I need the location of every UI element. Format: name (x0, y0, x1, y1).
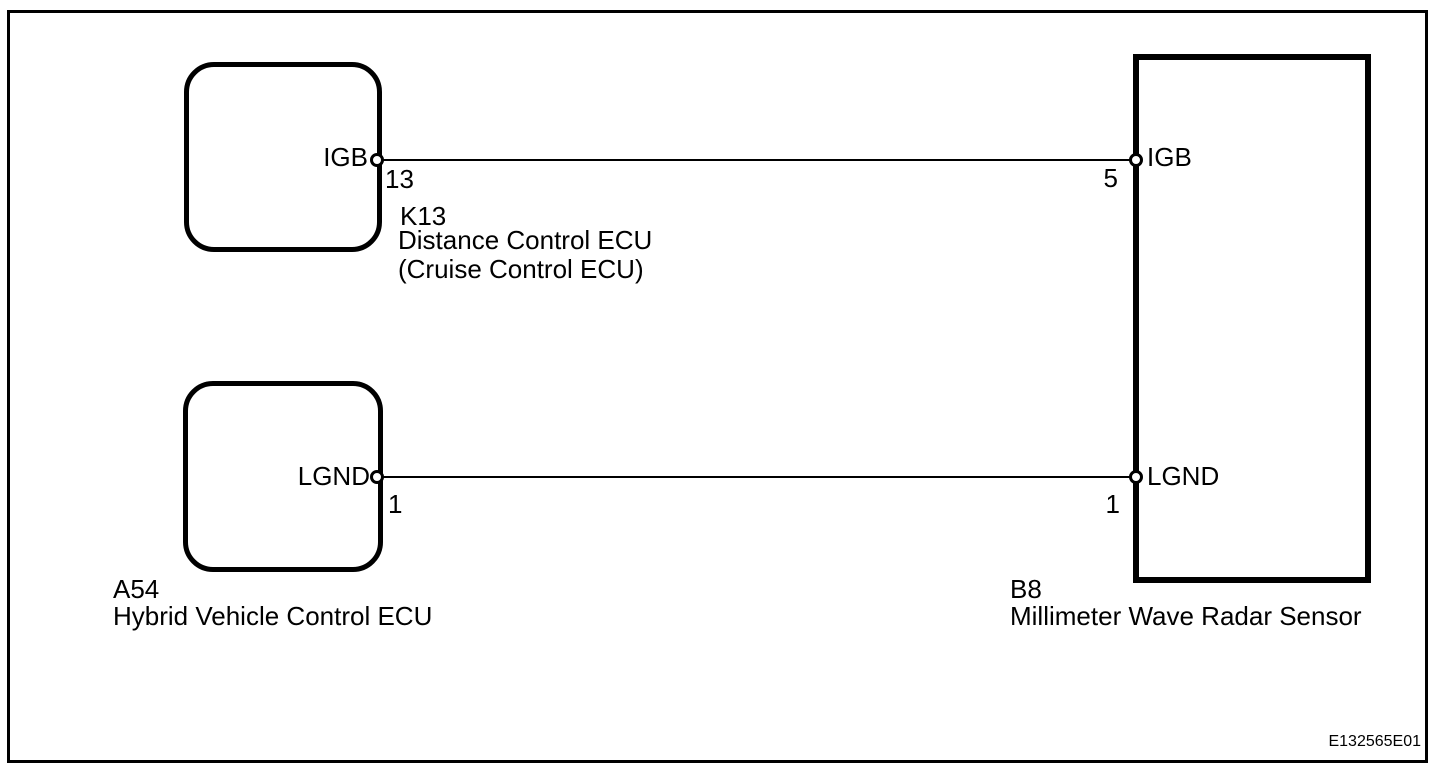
component-name-cruise-control-ecu: (Cruise Control ECU) (398, 254, 644, 284)
terminal-k13-igb (370, 153, 384, 167)
terminal-b8-lgnd (1129, 470, 1143, 484)
component-code-k13: K13 (400, 201, 447, 231)
pin-label-a54-lgnd: LGND (297, 461, 370, 491)
component-code-a54: A54 (113, 574, 160, 604)
diagram-outer-border (7, 10, 1428, 763)
component-name-millimeter-wave-radar-sensor: Millimeter Wave Radar Sensor (1010, 601, 1362, 631)
component-box-distance-control-ecu (184, 62, 382, 252)
figure-reference-code: E132565E01 (1328, 733, 1421, 750)
terminal-a54-lgnd (370, 470, 384, 484)
wire-lgnd (380, 476, 1136, 478)
terminal-b8-igb (1129, 153, 1143, 167)
pin-label-b8-igb: IGB (1147, 142, 1192, 172)
pin-number-k13-13: 13 (385, 164, 414, 194)
pin-number-b8-1: 1 (1105, 489, 1120, 519)
component-code-b8: B8 (1010, 574, 1042, 604)
component-name-distance-control-ecu: Distance Control ECU (398, 225, 653, 255)
component-name-hybrid-vehicle-control-ecu: Hybrid Vehicle Control ECU (113, 601, 433, 631)
component-box-hybrid-vehicle-control-ecu (183, 381, 383, 572)
pin-number-b8-5: 5 (1103, 163, 1118, 193)
component-box-millimeter-wave-radar-sensor (1133, 54, 1371, 583)
wire-igb (380, 159, 1136, 161)
pin-label-b8-lgnd: LGND (1147, 461, 1220, 491)
pin-label-k13-igb: IGB (323, 142, 368, 172)
pin-number-a54-1: 1 (388, 489, 403, 519)
